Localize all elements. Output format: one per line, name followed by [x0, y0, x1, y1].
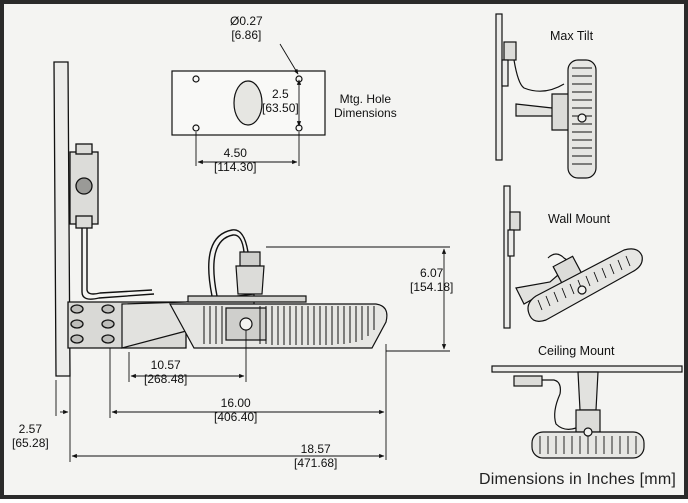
hole-diameter-in: Ø0.27	[230, 14, 263, 28]
power-cable	[81, 228, 249, 300]
fixture-extent-in: 16.00	[220, 396, 251, 410]
technical-drawing	[53, 13, 683, 462]
fixture-extent-label: 16.00 [406.40]	[214, 396, 257, 424]
overall-length-label: 18.57 [471.68]	[294, 442, 337, 470]
hole-spacing-horizontal-label: 4.50 [114.30]	[214, 146, 256, 174]
junction-box	[69, 143, 99, 229]
hole-diameter-mm: [6.86]	[231, 28, 262, 42]
hole-spacing-vertical-mm: [63.50]	[262, 101, 299, 115]
bracket-depth-mm: [65.28]	[12, 436, 49, 450]
fixture-height-label: 6.07 [154.18]	[410, 266, 453, 294]
units-footer: Dimensions in Inches [mm]	[478, 471, 676, 488]
wall-mount-view	[503, 185, 643, 329]
center-offset-in: 10.57	[150, 358, 181, 372]
center-offset-label: 10.57 [268.48]	[144, 358, 187, 386]
plate-dimension-lines	[195, 43, 302, 166]
mounting-hole-caption-line1: Mtg. Hole	[339, 92, 392, 106]
fixture-height-in: 6.07	[420, 266, 444, 280]
fixture-body	[121, 251, 388, 349]
overall-length-in: 18.57	[300, 442, 331, 456]
center-offset-mm: [268.48]	[144, 372, 188, 386]
wall-mount-title: Wall Mount	[548, 212, 611, 226]
max-tilt-view	[495, 13, 597, 179]
fixture-height-mm: [154.18]	[410, 280, 454, 294]
main-dimension-lines	[55, 246, 450, 462]
hole-spacing-vertical-label: 2.5 [63.50]	[262, 87, 299, 115]
max-tilt-title: Max Tilt	[550, 29, 594, 43]
hole-spacing-vertical-in: 2.5	[272, 87, 289, 101]
bracket-depth-in: 2.57	[18, 422, 43, 436]
mounting-plate	[171, 70, 326, 136]
hole-spacing-horizontal-in: 4.50	[223, 146, 247, 160]
hole-spacing-horizontal-mm: [114.30]	[214, 160, 257, 174]
ceiling-mount-view	[491, 365, 683, 459]
bracket-depth-label: 2.57 [65.28]	[12, 422, 49, 450]
fixture-extent-mm: [406.40]	[214, 410, 258, 424]
ceiling-mount-title: Ceiling Mount	[538, 344, 615, 358]
mounting-hole-caption: Mtg. Hole Dimensions	[334, 92, 397, 120]
overall-length-mm: [471.68]	[294, 456, 338, 470]
mounting-hole-caption-line2: Dimensions	[334, 106, 397, 120]
hole-diameter-label: Ø0.27 [6.86]	[230, 14, 263, 42]
heat-sink-fins	[203, 306, 375, 345]
